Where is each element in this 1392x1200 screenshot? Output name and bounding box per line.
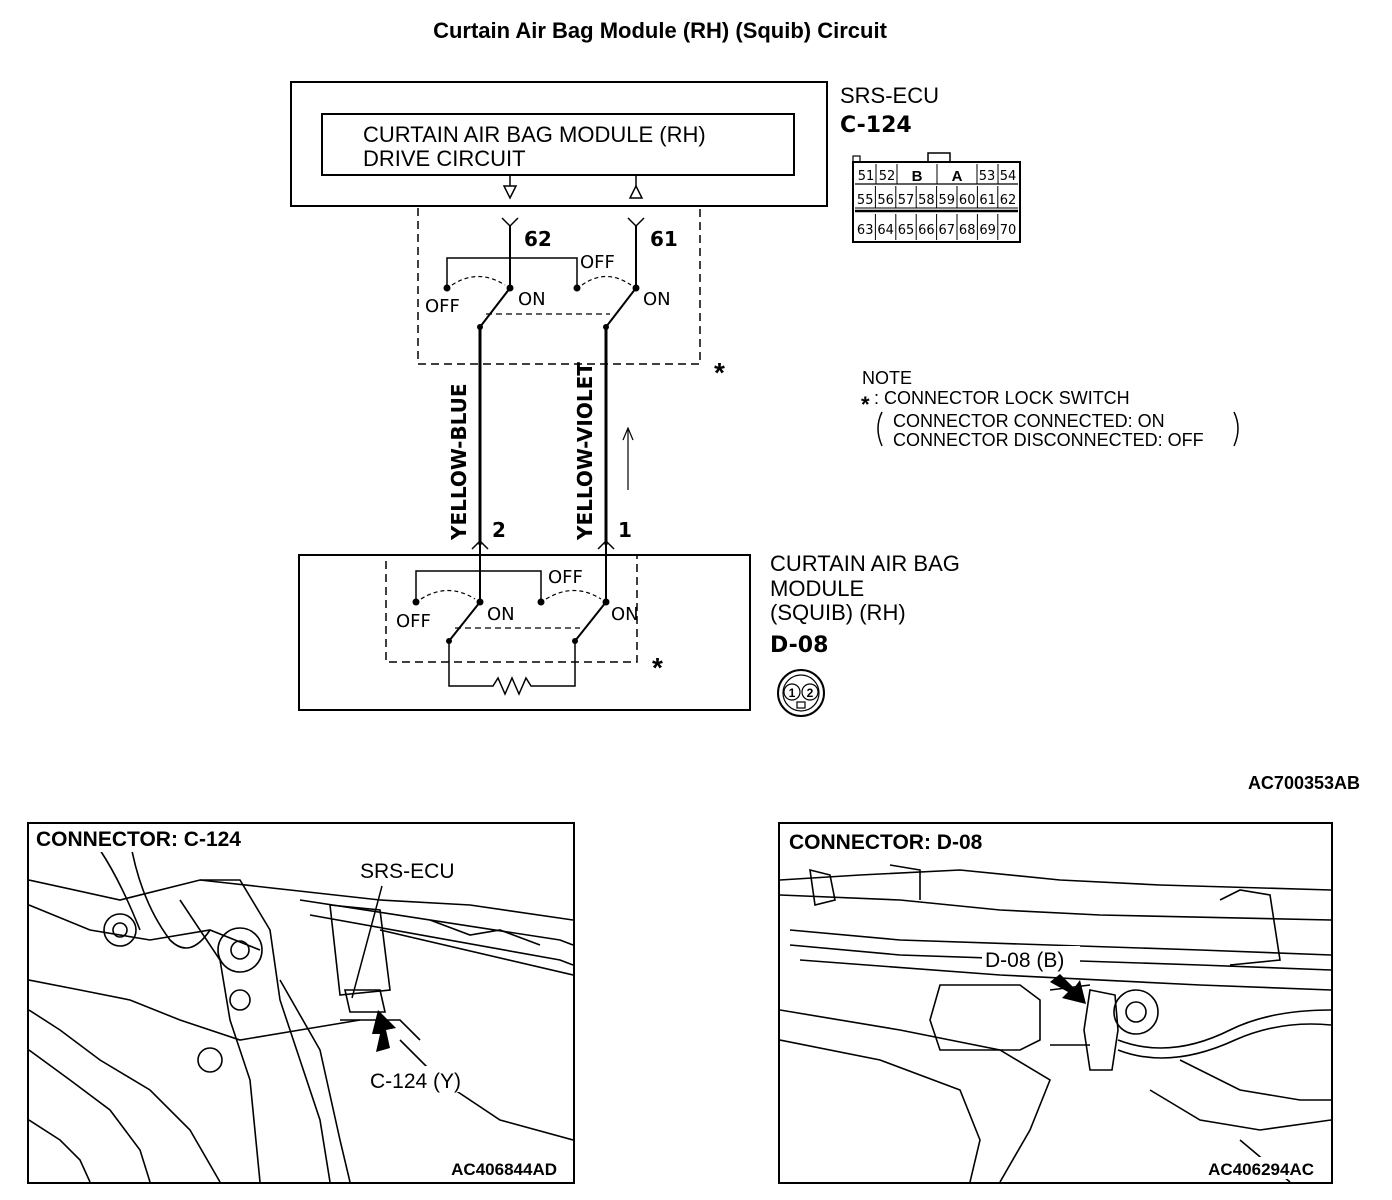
note-title: NOTE xyxy=(862,368,912,388)
module-pin-2: 2 xyxy=(492,518,506,542)
note-line3: CONNECTOR DISCONNECTED: OFF xyxy=(893,430,1204,450)
ecu-switch-on-right: ON xyxy=(643,289,671,310)
pin-51: 51 xyxy=(858,169,875,184)
srs-ecu-block: CURTAIN AIR BAG MODULE (RH) DRIVE CIRCUI… xyxy=(290,81,828,207)
input-marker xyxy=(628,184,644,199)
panel-connector-c124 xyxy=(27,822,575,1184)
c124-pointer-arrow xyxy=(372,1010,396,1052)
drive-circuit-line2: DRIVE CIRCUIT xyxy=(363,146,526,171)
pin-A: A xyxy=(952,168,963,185)
ecu-switch-asterisk: * xyxy=(714,357,725,388)
ecu-pin-61: 61 xyxy=(650,227,678,251)
wire-yellow-violet: YELLOW-VIOLET xyxy=(573,362,597,541)
panel-left-title: CONNECTOR: C-124 xyxy=(36,828,241,851)
face-pin-1: 1 xyxy=(789,686,796,700)
harness-wires xyxy=(478,327,634,545)
pin-52: 52 xyxy=(879,169,896,184)
pin-58: 58 xyxy=(918,193,935,208)
note-asterisk: * xyxy=(861,392,870,417)
ecu-pin-62: 62 xyxy=(524,227,552,251)
wire-yellow-blue: YELLOW-BLUE xyxy=(447,383,471,541)
d08-connector-face: 1 2 xyxy=(777,669,825,717)
pin-54: 54 xyxy=(1000,169,1017,184)
pin-64: 64 xyxy=(877,223,894,238)
note-line2: CONNECTOR CONNECTED: ON xyxy=(893,411,1165,431)
ecu-switch-on-left: ON xyxy=(518,289,546,310)
module-switch-on-right: ON xyxy=(611,604,639,625)
module-switch-asterisk: * xyxy=(652,652,663,683)
pin-65: 65 xyxy=(898,223,915,238)
pin-59: 59 xyxy=(939,193,956,208)
module-name-line2: MODULE xyxy=(770,576,864,601)
note-line1: : CONNECTOR LOCK SWITCH xyxy=(874,388,1130,408)
module-pin-1: 1 xyxy=(618,518,632,542)
airbag-module-block xyxy=(298,539,751,711)
pin-60: 60 xyxy=(959,193,976,208)
note-block: NOTE * : CONNECTOR LOCK SWITCH CONNECTOR… xyxy=(861,368,1239,450)
module-name-line1: CURTAIN AIR BAG xyxy=(770,551,960,576)
pin-61: 61 xyxy=(979,193,996,208)
d08-pointer-arrow xyxy=(1050,974,1086,1004)
pin-57: 57 xyxy=(898,193,915,208)
pin-68: 68 xyxy=(959,223,976,238)
pin-70: 70 xyxy=(1000,223,1017,238)
diagram-code: AC700353AB xyxy=(1248,773,1360,793)
ecu-connector-id: C-124 xyxy=(840,113,912,138)
diagram-title: Curtain Air Bag Module (RH) (Squib) Circ… xyxy=(433,18,887,43)
output-marker xyxy=(502,185,518,200)
panel-left-connector-label: C-124 (Y) xyxy=(370,1070,461,1093)
ecu-switch-off-right: OFF xyxy=(580,252,615,273)
pin-67: 67 xyxy=(939,223,956,238)
panel-left-ecu-label: SRS-ECU xyxy=(360,860,455,883)
module-name-line3: (SQUIB) (RH) xyxy=(770,600,906,625)
pin-63: 63 xyxy=(857,223,874,238)
panel-connector-d08 xyxy=(778,822,1333,1184)
panel-right-title: CONNECTOR: D-08 xyxy=(789,831,983,854)
module-switch-off-right: OFF xyxy=(548,567,583,588)
module-switch-off-left: OFF xyxy=(396,611,431,632)
pin-55: 55 xyxy=(857,193,874,208)
pin-66: 66 xyxy=(918,223,935,238)
panel-right-code: AC406294AC xyxy=(1208,1160,1314,1179)
pin-B: B xyxy=(912,168,923,185)
pin-56: 56 xyxy=(877,193,894,208)
module-switch-on-left: ON xyxy=(487,604,515,625)
drive-circuit-line1: CURTAIN AIR BAG MODULE (RH) xyxy=(363,122,706,147)
pin-69: 69 xyxy=(979,223,996,238)
ecu-switch-off-left: OFF xyxy=(425,296,460,317)
pin-62: 62 xyxy=(1000,193,1017,208)
face-pin-2: 2 xyxy=(807,686,814,700)
panel-right-connector-label: D-08 (B) xyxy=(985,949,1064,972)
panel-left-code: AC406844AD xyxy=(451,1160,557,1179)
ecu-name: SRS-ECU xyxy=(840,83,939,108)
module-connector-id: D-08 xyxy=(770,633,828,658)
pin-53: 53 xyxy=(979,169,996,184)
